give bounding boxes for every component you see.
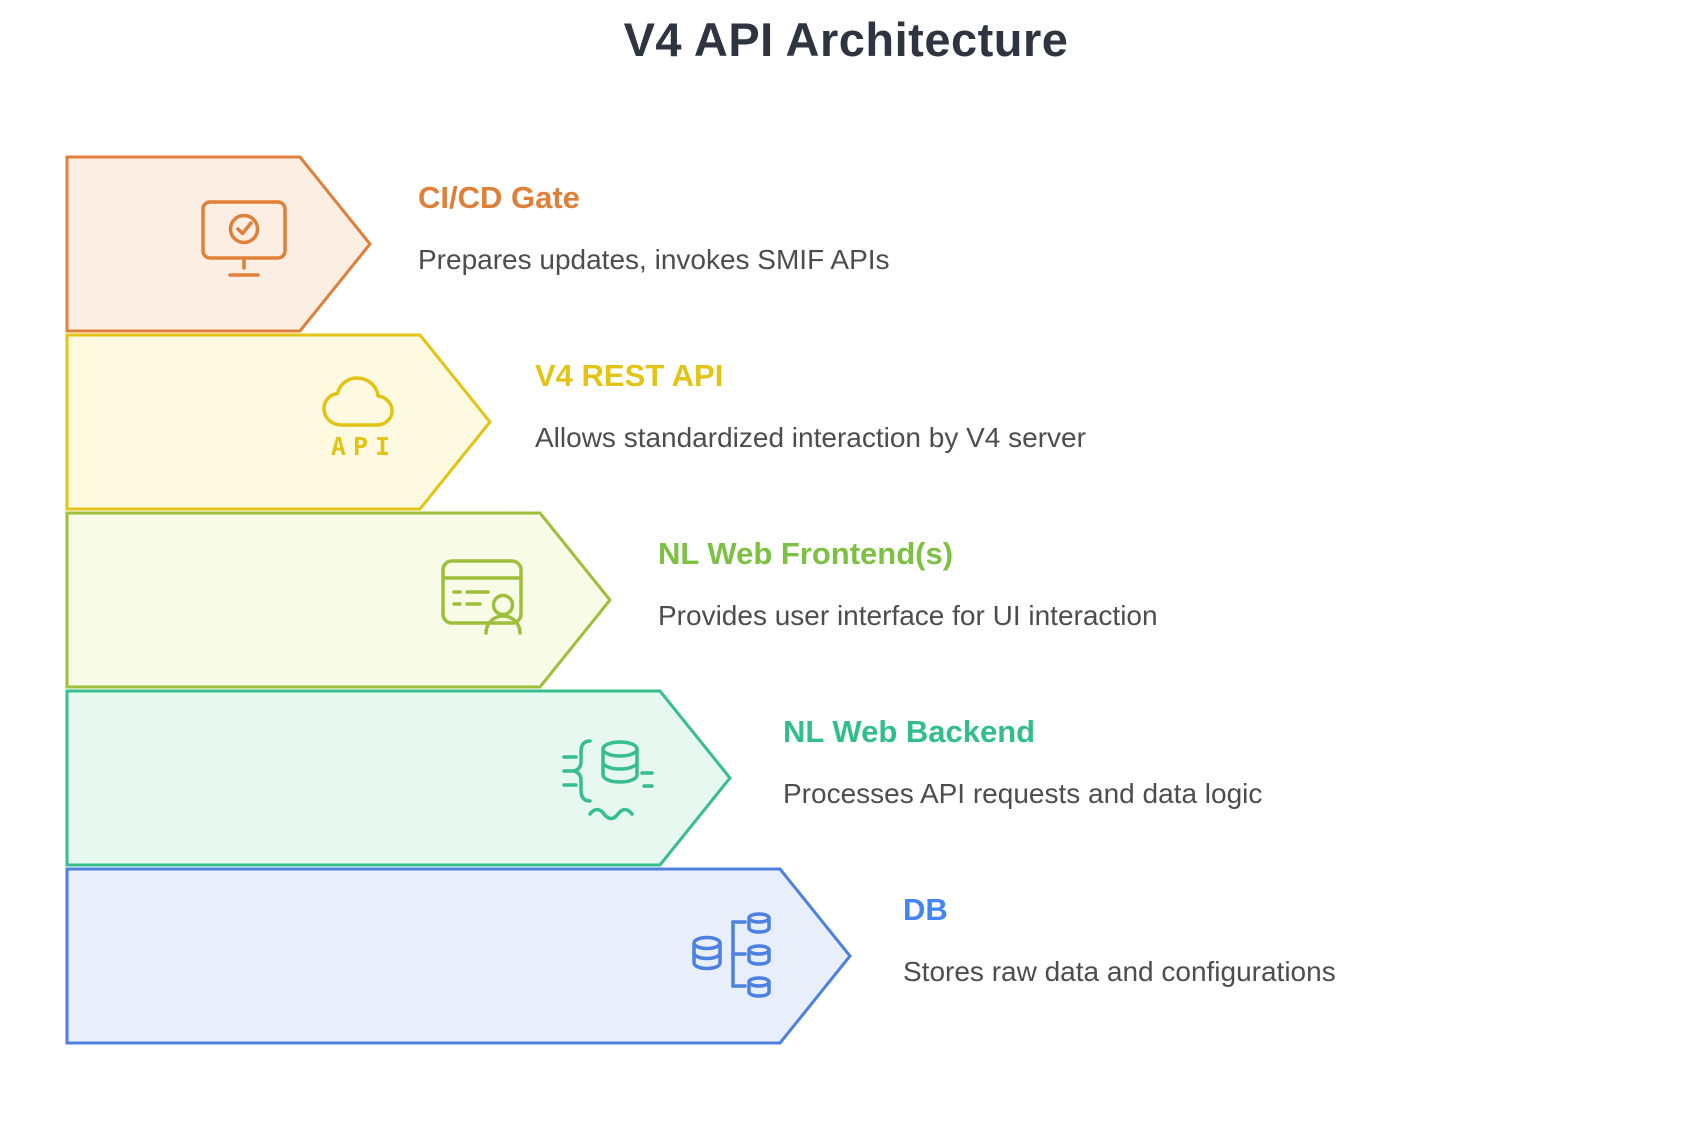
- step-title: NL Web Frontend(s): [658, 536, 954, 571]
- step-text-rest-api: V4 REST API Allows standardized interact…: [535, 358, 1086, 455]
- arch-step-cicd-gate: [65, 155, 374, 333]
- step-description: Stores raw data and configurations: [903, 956, 1336, 987]
- api-icon-label: API: [331, 432, 397, 461]
- arrow-banner: [65, 689, 732, 867]
- arch-step-web-frontend: [65, 511, 614, 689]
- arch-step-db: [65, 867, 854, 1045]
- arrow-banner: [65, 511, 612, 689]
- step-description: Provides user interface for UI interacti…: [658, 600, 1158, 631]
- arrow-banner: [65, 867, 852, 1045]
- arch-step-rest-api: API: [65, 333, 494, 511]
- step-title: DB: [903, 892, 948, 927]
- database-tree-icon: [692, 912, 771, 998]
- cloud-api-icon: API: [322, 376, 397, 461]
- database-brace-icon: [562, 739, 654, 821]
- arrow-banner: [65, 333, 492, 511]
- step-description: Allows standardized interaction by V4 se…: [535, 422, 1086, 453]
- arch-step-web-backend: [65, 689, 734, 867]
- monitor-check-icon: [201, 200, 287, 277]
- step-text-web-frontend: NL Web Frontend(s) Provides user interfa…: [658, 536, 1158, 633]
- diagram-title: V4 API Architecture: [623, 13, 1069, 66]
- step-description: Processes API requests and data logic: [783, 778, 1263, 809]
- step-title: V4 REST API: [535, 358, 724, 393]
- step-title: CI/CD Gate: [418, 180, 580, 215]
- step-description: Prepares updates, invokes SMIF APIs: [418, 244, 890, 275]
- arrow-banner: [65, 155, 372, 333]
- step-text-db: DB Stores raw data and configurations: [903, 892, 1336, 989]
- step-text-web-backend: NL Web Backend Processes API requests an…: [783, 714, 1262, 811]
- step-title: NL Web Backend: [783, 714, 1036, 749]
- browser-user-icon: [441, 559, 523, 635]
- step-text-cicd-gate: CI/CD Gate Prepares updates, invokes SMI…: [418, 180, 890, 277]
